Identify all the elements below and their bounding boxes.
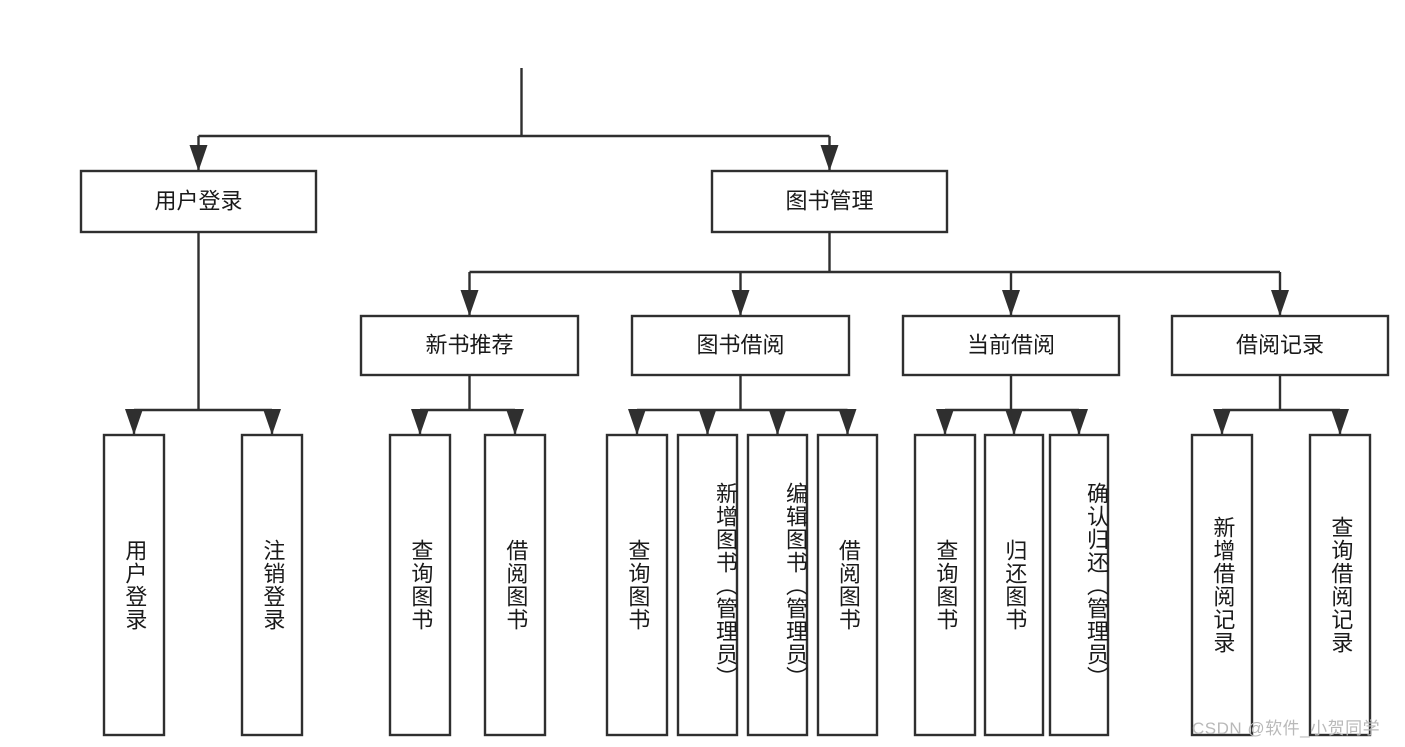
arrow-head-icon bbox=[838, 409, 857, 435]
arrow-head-icon bbox=[189, 145, 208, 171]
node-box bbox=[1170, 314, 1390, 377]
node-label: 用户登录 bbox=[154, 188, 242, 213]
arrow-head-icon bbox=[628, 409, 646, 435]
arrow-head-icon bbox=[1331, 409, 1349, 435]
node-label: 当前借阅 bbox=[967, 332, 1055, 357]
node-box bbox=[816, 433, 879, 737]
node-leaf-borrow-book-rec[interactable] bbox=[483, 433, 547, 737]
node-label: 借阅记录 bbox=[1236, 332, 1324, 357]
arrow-head-icon bbox=[698, 409, 717, 435]
node-box bbox=[630, 314, 851, 377]
node-label: 图书管理 bbox=[785, 188, 873, 213]
arrow-head-icon bbox=[768, 409, 787, 435]
arrow-head-icon bbox=[731, 290, 750, 316]
arrow-head-icon bbox=[1070, 409, 1088, 435]
node-box bbox=[388, 433, 452, 737]
arrow-head-icon bbox=[263, 409, 281, 435]
arrow-head-icon bbox=[460, 290, 479, 316]
node-leaf-confirm-return-admin[interactable] bbox=[1048, 433, 1110, 737]
node-box bbox=[605, 433, 669, 737]
node-box bbox=[710, 169, 949, 234]
node-book-management[interactable]: 图书管理 bbox=[710, 169, 949, 234]
node-box bbox=[1190, 433, 1254, 737]
node-box bbox=[1308, 433, 1372, 737]
node-borrow-record[interactable]: 借阅记录 bbox=[1170, 314, 1390, 377]
node-leaf-add-book-admin[interactable] bbox=[676, 433, 739, 737]
arrow-head-icon bbox=[1002, 290, 1020, 316]
node-box bbox=[240, 433, 304, 737]
arrow-head-icon bbox=[125, 409, 143, 435]
node-book-borrow[interactable]: 图书借阅 bbox=[630, 314, 851, 377]
node-user-login[interactable]: 用户登录 bbox=[79, 169, 318, 234]
arrow-head-icon bbox=[1213, 409, 1231, 435]
node-box bbox=[79, 169, 318, 234]
node-leaf-logout[interactable] bbox=[240, 433, 304, 737]
node-leaf-edit-book-admin[interactable] bbox=[746, 433, 809, 737]
node-leaf-return-book[interactable] bbox=[983, 433, 1045, 737]
arrow-head-icon bbox=[506, 409, 524, 435]
node-leaf-query-book-rec[interactable] bbox=[388, 433, 452, 737]
node-box bbox=[1048, 433, 1110, 737]
arrow-head-icon bbox=[1005, 409, 1023, 435]
node-box bbox=[746, 433, 809, 737]
node-leaf-query-book-current[interactable] bbox=[913, 433, 977, 737]
node-label: 图书借阅 bbox=[696, 332, 784, 357]
node-box bbox=[359, 314, 580, 377]
node-box bbox=[676, 433, 739, 737]
node-leaf-user-login[interactable] bbox=[102, 433, 166, 737]
node-box bbox=[102, 433, 166, 737]
node-leaf-query-borrow-record[interactable] bbox=[1308, 433, 1372, 737]
arrow-head-icon bbox=[936, 409, 954, 435]
connector-edges bbox=[125, 68, 1349, 435]
node-label: 新书推荐 bbox=[425, 332, 513, 357]
arrow-head-icon bbox=[411, 409, 429, 435]
node-box bbox=[901, 314, 1121, 377]
node-box bbox=[983, 433, 1045, 737]
csdn-watermark: CSDN @软件_小贺同学 bbox=[1192, 719, 1381, 738]
arrow-head-icon bbox=[820, 145, 839, 171]
node-current-borrow[interactable]: 当前借阅 bbox=[901, 314, 1121, 377]
node-new-book-recommend[interactable]: 新书推荐 bbox=[359, 314, 580, 377]
node-leaf-add-borrow-record[interactable] bbox=[1190, 433, 1254, 737]
node-leaf-borrow-book-borrow[interactable] bbox=[816, 433, 879, 737]
node-box bbox=[483, 433, 547, 737]
node-leaf-query-book-borrow[interactable] bbox=[605, 433, 669, 737]
node-box bbox=[913, 433, 977, 737]
arrow-head-icon bbox=[1271, 290, 1289, 316]
